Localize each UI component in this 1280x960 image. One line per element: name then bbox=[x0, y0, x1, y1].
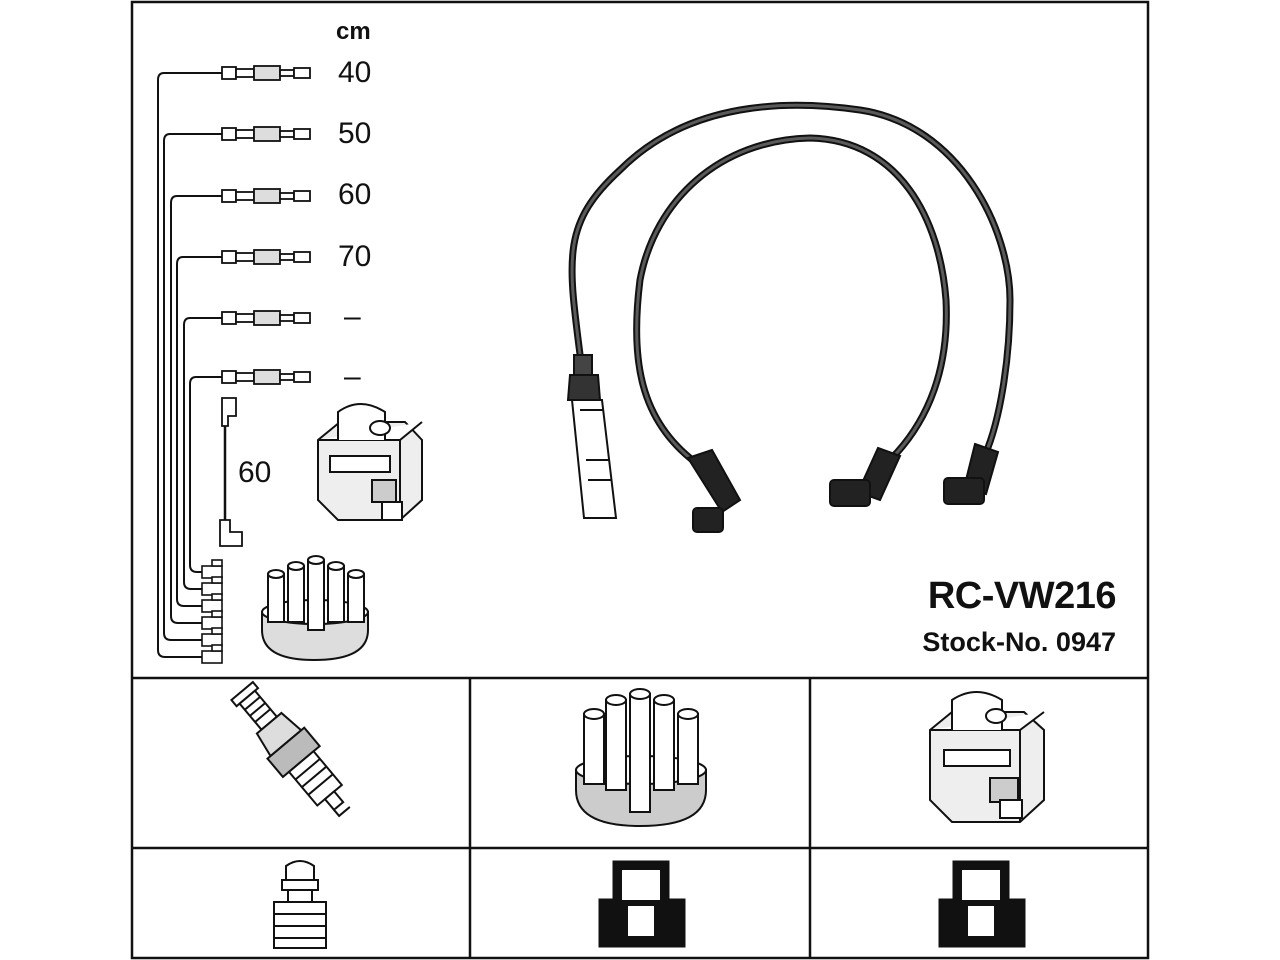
spark-plug-icon bbox=[230, 680, 351, 818]
frame bbox=[130, 0, 1150, 960]
cable-length-5: – bbox=[344, 300, 361, 333]
cable-length-6: – bbox=[344, 360, 361, 393]
cable-row-5 bbox=[221, 310, 311, 326]
cap-terminal-icon bbox=[598, 860, 686, 948]
distributor-cap-small-icon bbox=[261, 555, 369, 662]
coil-lead-length: 60 bbox=[238, 456, 272, 489]
cable-length-1: 40 bbox=[338, 56, 372, 89]
length-unit-label: cm bbox=[336, 18, 371, 45]
coil-lead bbox=[219, 397, 243, 547]
cable-row-4 bbox=[221, 249, 311, 265]
cable-list bbox=[221, 65, 311, 385]
product-code: RC-VW216 bbox=[927, 575, 1117, 617]
cable-row-2 bbox=[221, 126, 311, 142]
ignition-coil-small-icon bbox=[317, 403, 423, 521]
cable-set-illustration bbox=[568, 101, 1014, 465]
ignition-coil-icon bbox=[929, 691, 1045, 823]
cable-length-3: 60 bbox=[338, 178, 372, 211]
cable-length-4: 70 bbox=[338, 240, 372, 273]
plug-terminal-icon bbox=[273, 860, 327, 949]
coil-terminal-icon bbox=[938, 860, 1026, 948]
distributor-cap-icon bbox=[575, 688, 707, 828]
straight-plug-boot-icon bbox=[566, 354, 618, 519]
cable-row-1 bbox=[221, 65, 311, 81]
cable-length-2: 50 bbox=[338, 117, 372, 150]
stock-number: Stock-No. 0947 bbox=[922, 627, 1116, 657]
angled-plug-boots bbox=[686, 442, 1000, 533]
terminal-boxes bbox=[201, 559, 223, 664]
cable-routing-lines bbox=[157, 72, 222, 658]
cable-row-3 bbox=[221, 188, 311, 204]
cable-row-6 bbox=[221, 369, 311, 385]
